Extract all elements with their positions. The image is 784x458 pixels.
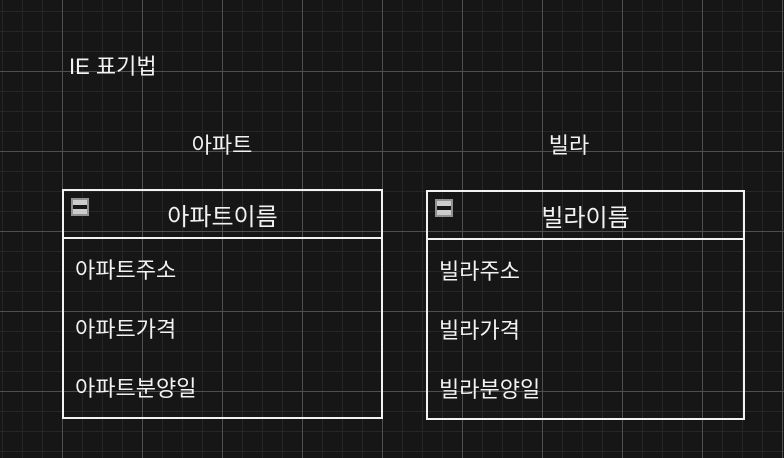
- collapse-icon[interactable]: [435, 199, 453, 217]
- entity-caption-apartment[interactable]: 아파트: [191, 133, 253, 158]
- entity-body: 아파트주소 아파트가격 아파트분양일: [64, 239, 381, 417]
- attribute-row[interactable]: 아파트분양일: [75, 376, 197, 402]
- attribute-row[interactable]: 빌라가격: [439, 317, 520, 343]
- minus-icon: [73, 205, 87, 209]
- entity-header-label: 빌라이름: [541, 204, 630, 232]
- attribute-row[interactable]: 빌라분양일: [439, 377, 541, 403]
- attribute-row[interactable]: 아파트가격: [75, 316, 177, 342]
- attribute-row[interactable]: 빌라주소: [439, 258, 520, 284]
- entity-header-apartment[interactable]: 아파트이름: [64, 191, 381, 239]
- entity-table-villa[interactable]: 빌라이름 빌라주소 빌라가격 빌라분양일: [426, 190, 745, 420]
- entity-table-apartment[interactable]: 아파트이름 아파트주소 아파트가격 아파트분양일: [62, 189, 383, 419]
- attribute-row[interactable]: 아파트주소: [75, 257, 177, 283]
- minus-icon: [437, 206, 451, 210]
- entity-header-villa[interactable]: 빌라이름: [428, 192, 743, 240]
- diagram-title[interactable]: IE 표기법: [69, 54, 157, 79]
- entity-caption-villa[interactable]: 빌라: [548, 133, 590, 158]
- entity-header-label: 아파트이름: [167, 203, 278, 231]
- collapse-icon[interactable]: [71, 198, 89, 216]
- entity-body: 빌라주소 빌라가격 빌라분양일: [428, 240, 743, 418]
